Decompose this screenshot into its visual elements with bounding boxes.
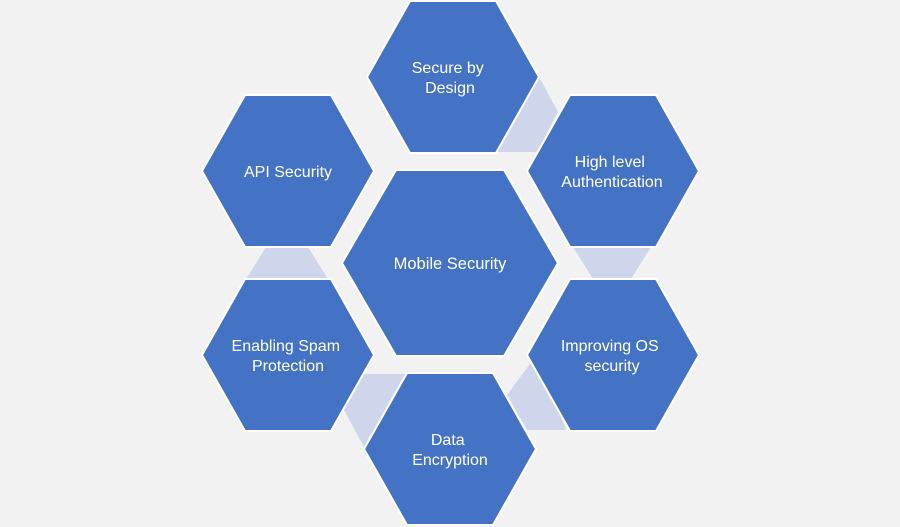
node-label-line: Authentication	[561, 174, 662, 191]
hexagons	[200, 0, 701, 526]
node-label-line: API Security	[244, 164, 332, 181]
hexagon-high-level-authentication	[525, 94, 701, 248]
connector-spam-to-api	[246, 247, 328, 279]
hexagon-enabling-spam-protection	[200, 278, 376, 432]
node-label-line: Design	[425, 80, 475, 97]
node-label-line: Enabling Spam	[232, 338, 341, 355]
connector-encryption-to-spam	[344, 374, 405, 447]
hexagon-improving-os-security	[525, 278, 701, 432]
node-label-high-level-authentication: High level Authentication	[561, 154, 662, 191]
labels: Secure by Design High level Authenticati…	[232, 60, 663, 469]
node-label-secure-by-design: Secure by Design	[412, 60, 489, 97]
node-label-api-security: API Security	[244, 164, 332, 181]
node-label-line: Data	[431, 432, 465, 449]
center-label-mobile-security: Mobile Security	[394, 255, 508, 273]
node-label-line: Secure by	[412, 60, 484, 77]
node-label-line: Encryption	[412, 452, 488, 469]
node-label-improving-os-security: Improving OS security	[561, 338, 663, 375]
hexagon-mobile-security	[340, 169, 560, 357]
node-label-line: High level	[575, 154, 645, 171]
connector-secure-to-auth	[496, 75, 558, 152]
connector-auth-to-os	[573, 247, 651, 279]
connectors	[246, 75, 651, 447]
connector-os-to-encryption	[507, 353, 566, 430]
node-label-line: security	[584, 358, 639, 375]
node-label-line: Protection	[252, 358, 324, 375]
node-label-line: Improving OS	[561, 338, 659, 355]
hexagon-api-security	[200, 94, 376, 248]
hexagon-secure-by-design	[365, 0, 541, 154]
hexagon-data-encryption	[362, 372, 538, 526]
node-label-enabling-spam-protection: Enabling Spam Protection	[232, 338, 345, 375]
node-label-data-encryption: Data Encryption	[412, 432, 488, 469]
center-label-line: Mobile Security	[394, 255, 508, 273]
